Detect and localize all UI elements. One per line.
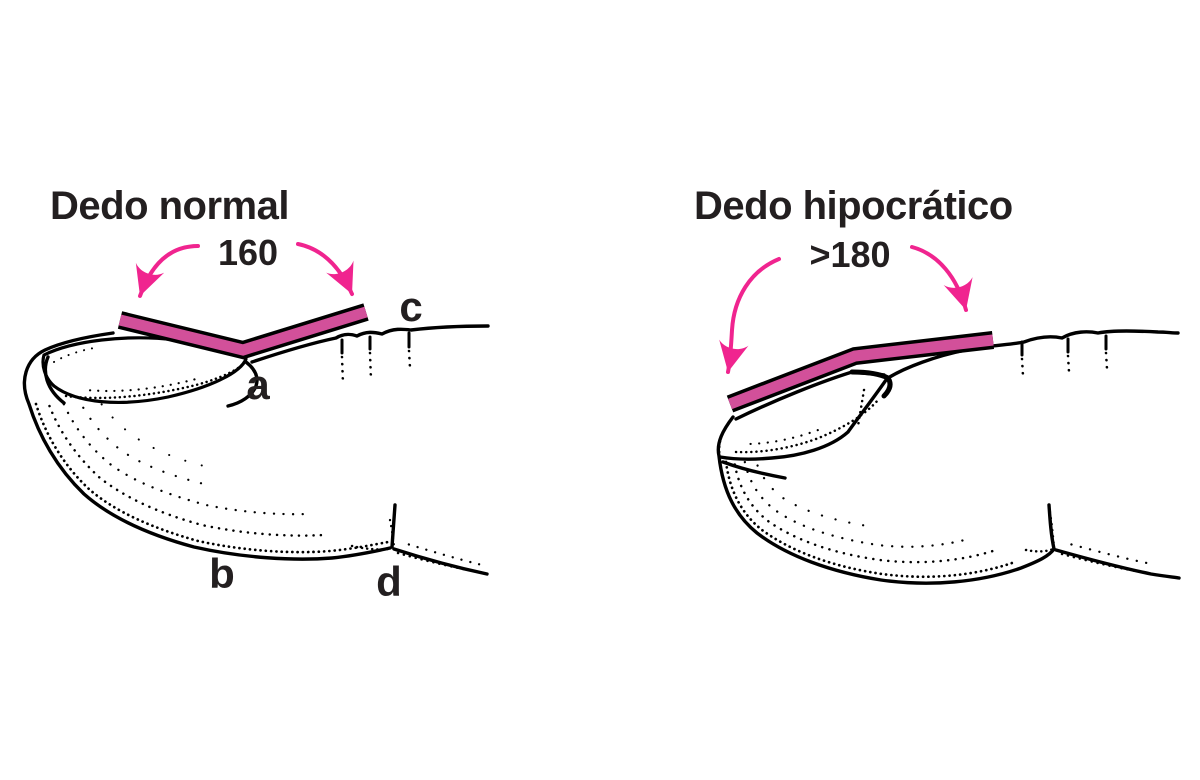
angle-arrow-right-icon — [296, 242, 354, 296]
angle-arrow-left-icon — [135, 244, 200, 298]
nail-bottom-edge — [718, 378, 888, 461]
wrinkle-dots — [1020, 357, 1025, 378]
finger-outline — [22, 331, 392, 561]
angle-bar — [728, 334, 994, 410]
wrinkle-dots — [1066, 354, 1071, 374]
angle-arrow-right-icon — [910, 245, 973, 312]
nail-top-edge — [734, 370, 886, 421]
dip-crease-line — [390, 503, 397, 549]
panel-title: Dedo normal — [50, 184, 289, 228]
normal-finger-panel: Dedo normal 160 a b c d — [22, 184, 490, 605]
angle-value: >180 — [809, 234, 890, 275]
stipple-shading — [718, 388, 1154, 579]
finger-outline-after-crease — [392, 547, 489, 576]
nail-plate — [41, 336, 248, 404]
point-label-b: b — [209, 550, 235, 597]
under-nail-edge — [721, 460, 787, 480]
angle-bar — [118, 306, 368, 356]
nail-free-edge — [43, 355, 66, 405]
stipple-shading — [34, 347, 486, 575]
point-label-c: c — [399, 283, 422, 330]
point-label-d: d — [376, 558, 402, 605]
point-label-a: a — [246, 361, 270, 408]
panel-title: Dedo hipocrático — [694, 184, 1013, 228]
wrinkle-dots — [407, 349, 412, 370]
wrinkle-dots — [1104, 351, 1109, 371]
nail-fold-curve — [226, 360, 259, 408]
dorsal-line — [250, 324, 490, 364]
wrinkle-dots — [340, 355, 345, 386]
clubbed-finger-panel: Dedo hipocrático >180 — [694, 184, 1181, 585]
finger-outline-after-crease — [1054, 548, 1181, 580]
angle-value: 160 — [218, 232, 278, 273]
angle-arrow-left-icon — [719, 257, 781, 374]
dip-crease-line — [1047, 503, 1056, 551]
wrinkle-dots — [368, 351, 373, 382]
